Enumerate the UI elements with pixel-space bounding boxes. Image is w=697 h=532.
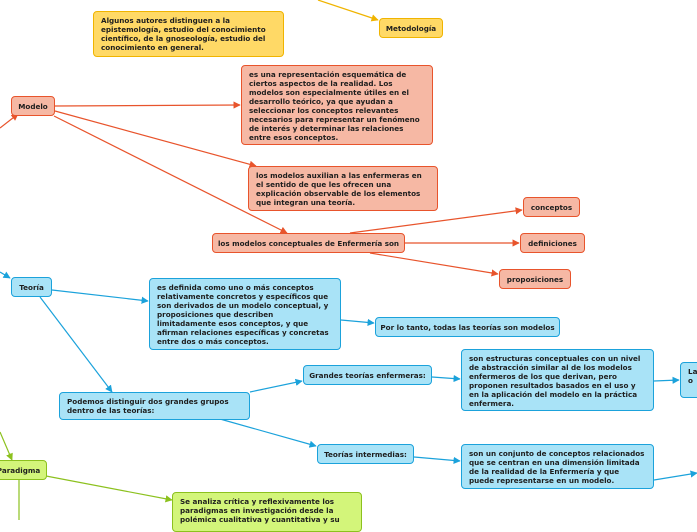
node-cortado[interactable]: La fe o [680, 362, 697, 398]
node-paradigma-def[interactable]: Se analiza crítica y reflexivamente los … [172, 492, 362, 532]
node-grandes-teorias[interactable]: Grandes teorías enfermeras: [303, 365, 432, 385]
edge-root-paradigma [0, 431, 13, 461]
node-teoria[interactable]: Teoría [11, 277, 52, 297]
node-conceptos[interactable]: conceptos [523, 197, 580, 217]
edge-intermediasdef-right [653, 470, 697, 481]
node-auxilian[interactable]: los modelos auxilian a las enfermeras en… [248, 166, 438, 211]
edge-def-portanto [340, 318, 375, 326]
node-metodologia[interactable]: Metodología [379, 18, 443, 38]
node-autores[interactable]: Algunos autores distinguen a la epistemo… [93, 11, 284, 57]
edge-modelo-conceptuales [53, 115, 288, 234]
node-proposiciones[interactable]: proposiciones [499, 269, 571, 289]
edge-modelo-representacion [54, 101, 241, 109]
edge-conceptuales-proposiciones [369, 252, 499, 277]
edge-grandes-def [431, 374, 461, 383]
node-teoria-def[interactable]: es definida como uno o más conceptos rel… [149, 278, 341, 350]
node-modelos-conceptuales[interactable]: los modelos conceptuales de Enfermería s… [212, 233, 405, 253]
node-teorias-intermedias[interactable]: Teorías intermedias: [317, 444, 414, 464]
node-grandes-def[interactable]: son estructuras conceptuales con un nive… [461, 349, 654, 411]
node-intermedias-def[interactable]: son un conjunto de conceptos relacionado… [461, 444, 654, 489]
edge-conceptuales-conceptos [349, 207, 523, 234]
edge-root-teoria [0, 271, 11, 279]
edge-paradigma-def [45, 475, 173, 503]
edge-teoria-grupos [39, 296, 113, 393]
edge-modelo-auxilian [54, 110, 257, 168]
edge-root-modelo [0, 113, 19, 129]
edge-grupos-intermedias [219, 418, 317, 448]
edge-grandesdef-cortado [653, 376, 680, 384]
edge-teoria-def [51, 289, 149, 304]
edge-intermedias-def [413, 456, 461, 465]
node-definiciones[interactable]: definiciones [520, 233, 585, 253]
node-modelo[interactable]: Modelo [11, 96, 55, 116]
edge-grupos-grandes [249, 378, 303, 393]
node-representacion[interactable]: es una representación esquemática de cie… [241, 65, 433, 145]
node-paradigma[interactable]: Paradigma [0, 460, 47, 480]
node-dos-grupos[interactable]: Podemos distinguir dos grandes grupos de… [59, 392, 250, 420]
connector-layer [0, 0, 697, 520]
node-por-lo-tanto[interactable]: Por lo tanto, todas las teorías son mode… [375, 317, 560, 337]
edge-root-metodologia [317, 0, 379, 22]
